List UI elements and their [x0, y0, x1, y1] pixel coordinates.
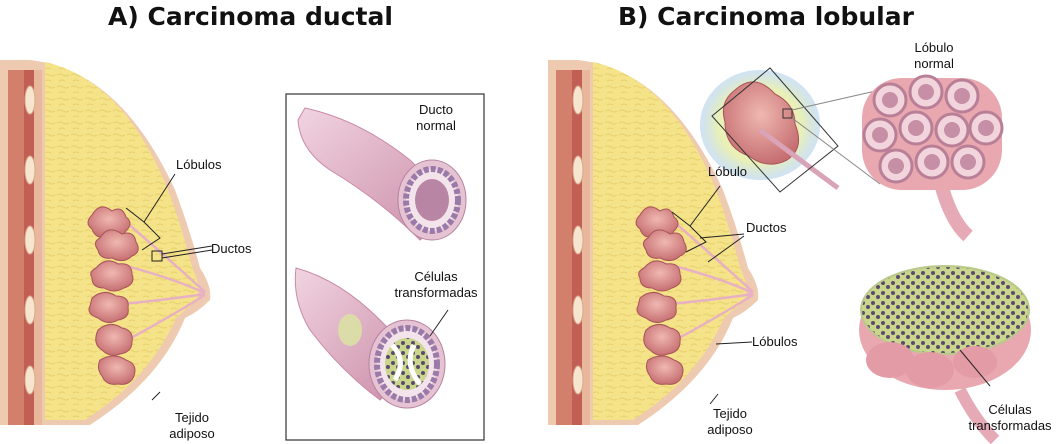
label-lobulos-a: Lóbulos [176, 157, 222, 173]
label-lobulo-normal: Lóbulo normal [906, 40, 962, 72]
label-lobulo-b: Lóbulo [708, 164, 747, 180]
label-tejido-adiposo-b: Tejido adiposo [700, 406, 760, 438]
label-ductos-a: Ductos [211, 241, 251, 257]
label-ducto-normal: Ducto normal [408, 102, 464, 134]
label-celulas-transformadas-b: Células transformadas [962, 402, 1058, 434]
normal-lobule-cluster [862, 76, 1002, 236]
label-tejido-adiposo-a: Tejido adiposo [162, 410, 222, 442]
label-lobulos-b: Lóbulos [752, 334, 798, 350]
label-ductos-b: Ductos [746, 220, 786, 236]
label-celulas-transformadas-a: Células transformadas [388, 269, 484, 301]
